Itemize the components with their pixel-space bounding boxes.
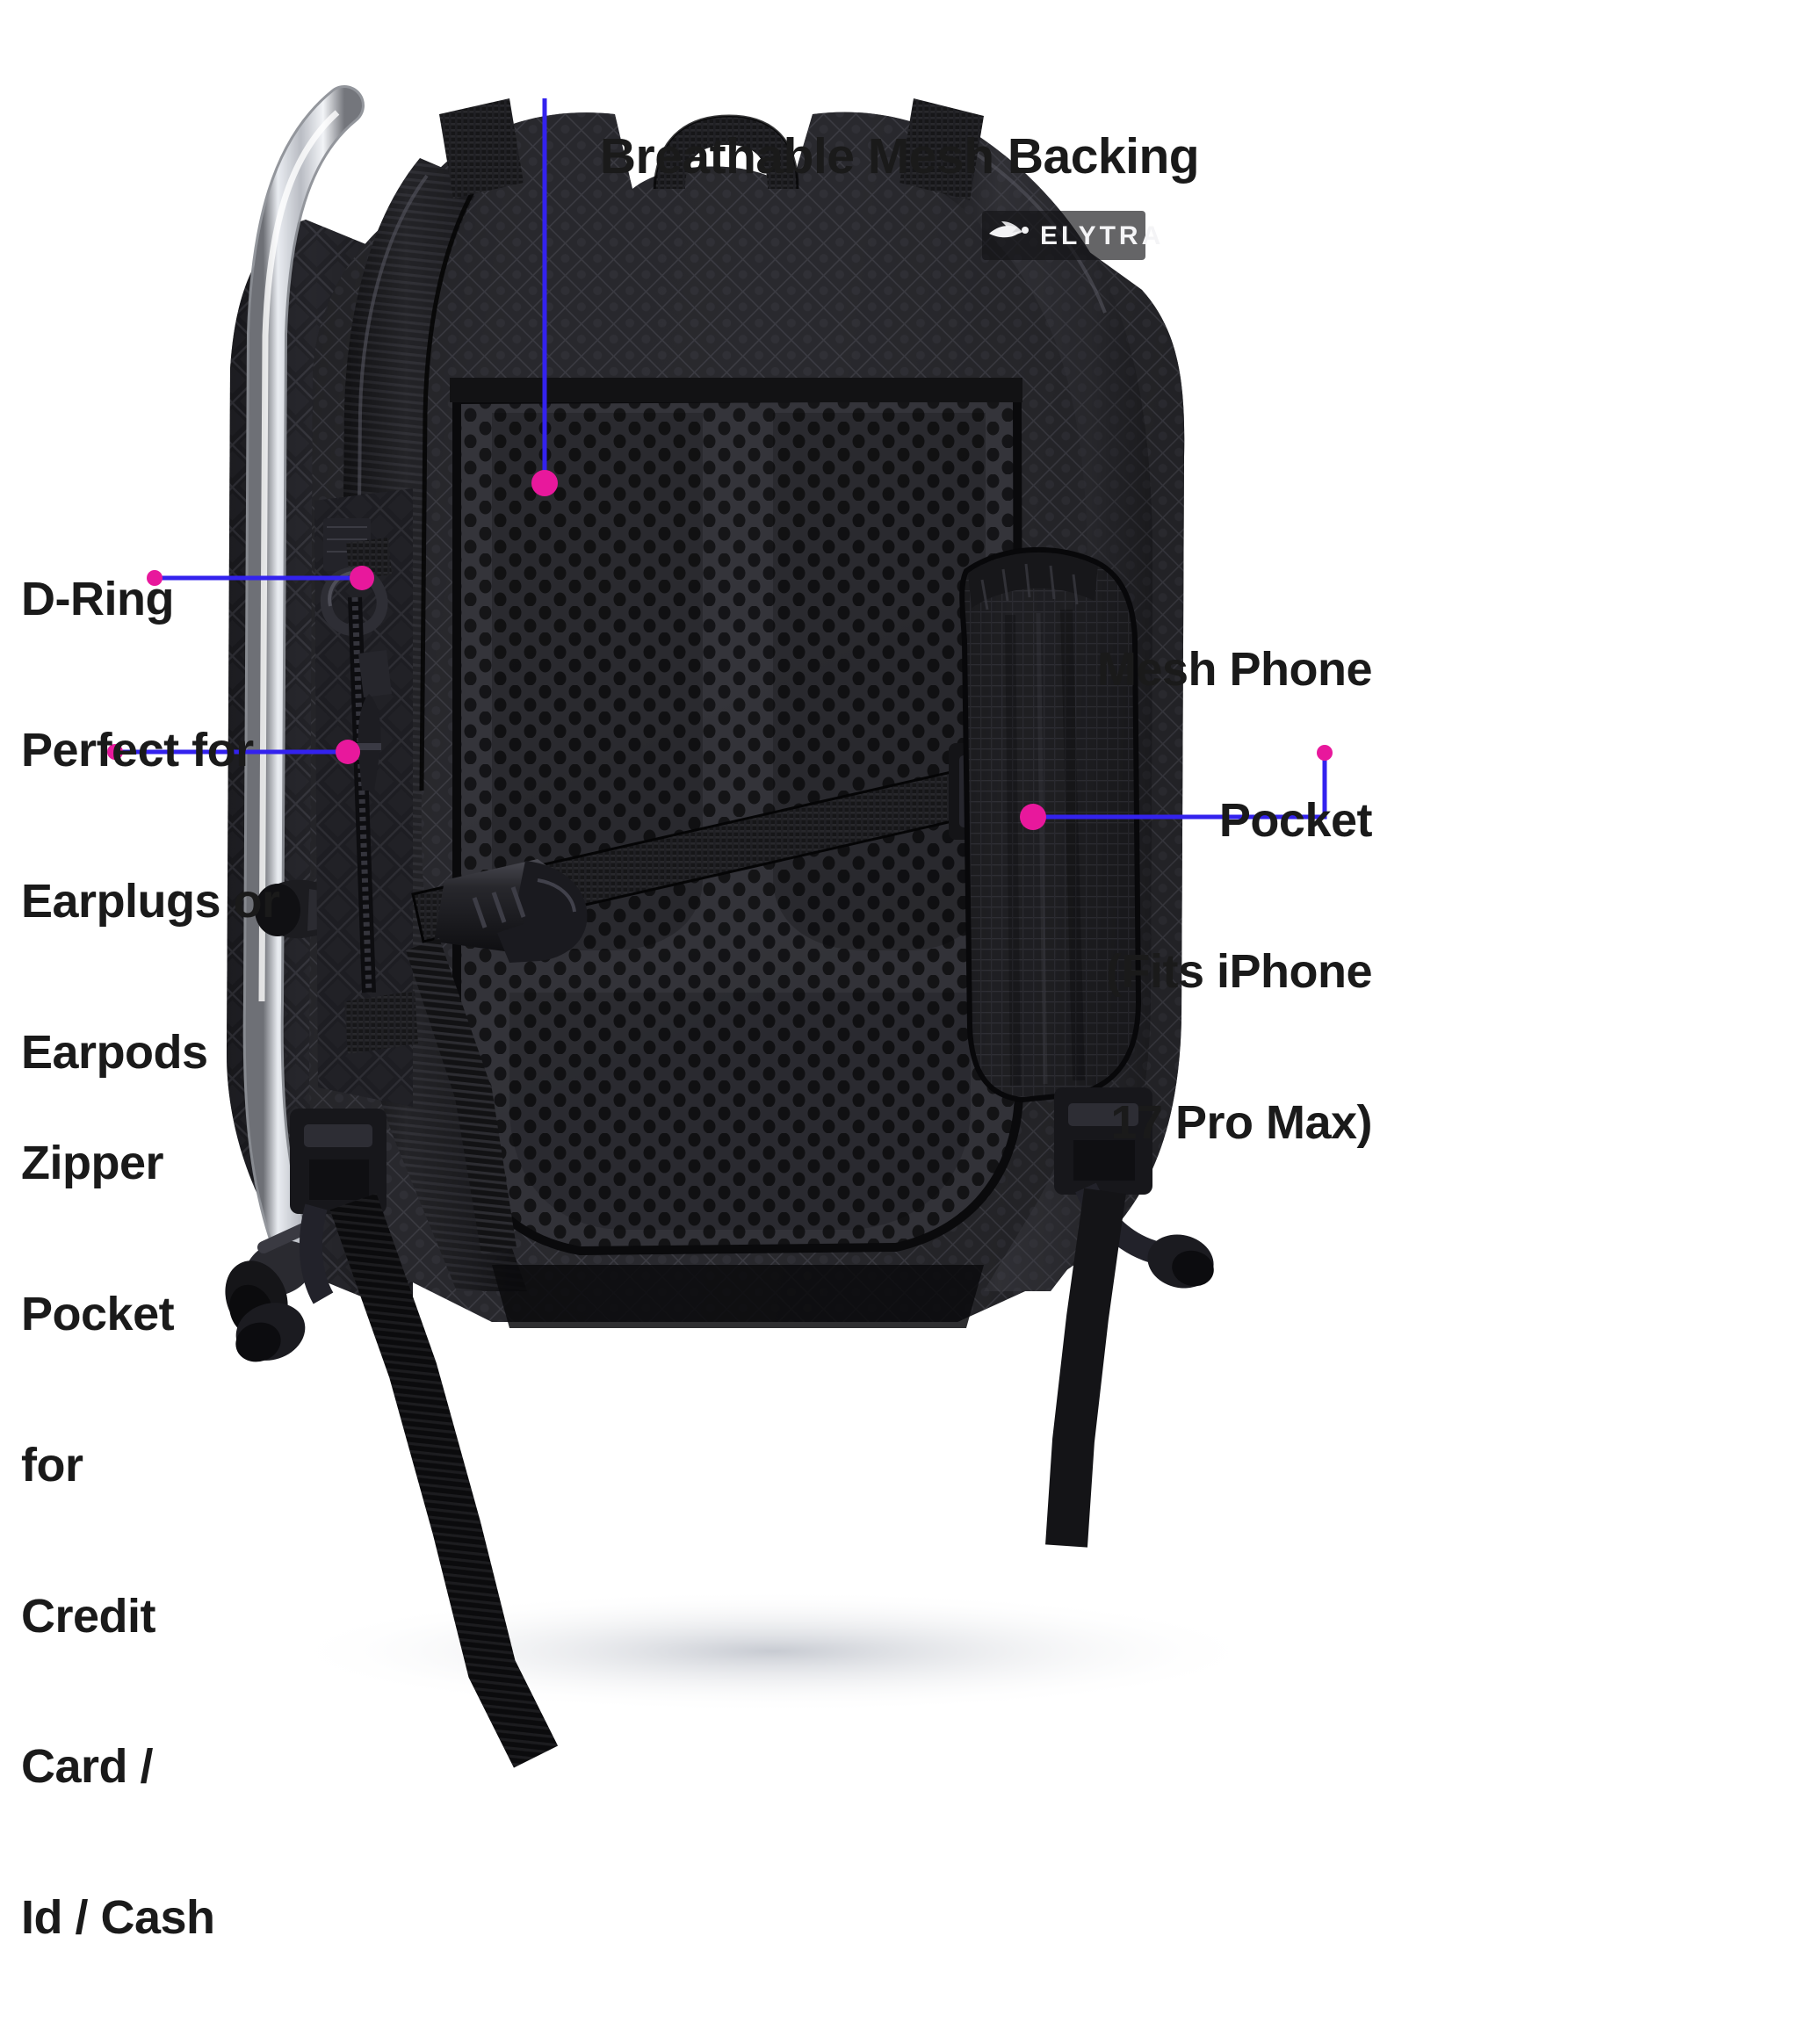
- svg-text:ELYTRA: ELYTRA: [1040, 221, 1164, 250]
- label-line: Pocket: [1218, 794, 1373, 848]
- label-d-ring: D-Ring Perfect for Earplugs or Earpods: [21, 474, 311, 1178]
- label-line: Credit: [21, 1589, 156, 1643]
- label-line: Pocket: [21, 1288, 175, 1341]
- label-line: Zipper: [21, 1137, 164, 1190]
- brand-patch: ELYTRA: [982, 211, 1164, 260]
- hydration-hose: [225, 85, 365, 1337]
- label-line: Earpods: [21, 1025, 208, 1079]
- label-line: Mesh Phone: [1096, 643, 1373, 697]
- product-photo: ELYTRA: [225, 85, 1265, 1768]
- zipper: [348, 596, 392, 993]
- side-pocket-panel: [314, 488, 418, 1107]
- label-zipper-pocket: Zipper Pocket for Credit Card / Id / Cas…: [21, 1038, 285, 2044]
- annotated-product-image: ELYTRA: [0, 32, 1799, 1943]
- adjuster-right: [1045, 1087, 1214, 1548]
- label-line: (Fits iPhone: [1106, 944, 1373, 998]
- bite-valve: [225, 1222, 314, 1337]
- sternum-strap: [406, 743, 998, 1254]
- label-line: Perfect for: [21, 724, 254, 777]
- wings-icon: [989, 221, 1029, 238]
- sternum-buckle: [434, 859, 588, 963]
- label-line: for: [21, 1438, 83, 1491]
- label-line: D-Ring: [21, 573, 174, 626]
- mesh-phone-pocket: [959, 546, 1142, 1103]
- label-breathable-mesh-backing: Breathable Mesh Backing: [0, 32, 1799, 282]
- label-mesh-phone-pocket: Mesh Phone Pocket (Fits iPhone 17 Pro Ma…: [1038, 545, 1373, 1248]
- label-line: Card /: [21, 1740, 154, 1794]
- label-line: Breathable Mesh Backing: [599, 128, 1200, 184]
- adjuster-left: [235, 1109, 559, 1768]
- label-line: Earplugs or: [21, 874, 280, 928]
- label-line: 17 Pro Max): [1110, 1095, 1372, 1149]
- label-line: Id / Cash: [21, 1890, 215, 1944]
